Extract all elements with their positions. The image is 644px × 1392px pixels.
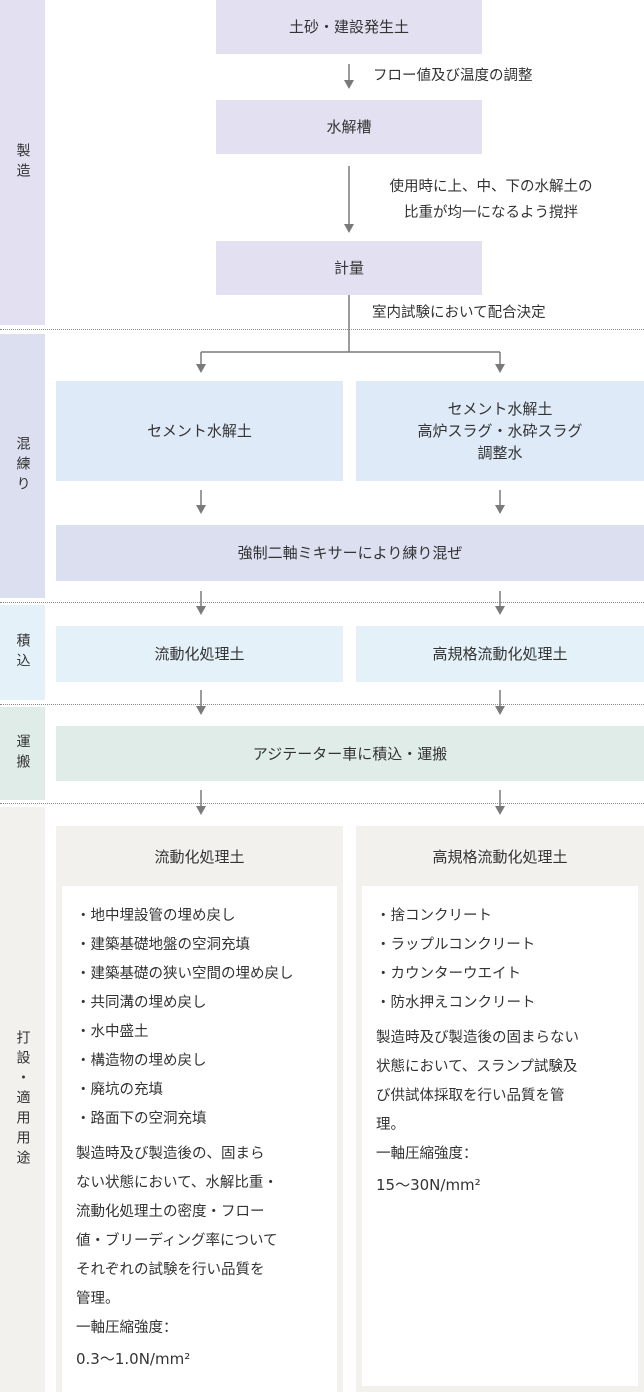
list-item: ・水中盛土	[76, 1024, 149, 1040]
load-box-left: 流動化処理土	[56, 626, 343, 682]
uses-panel-right: 高規格流動化処理土 ・捨コンクリート ・ラップルコンクリート ・カウンターウエイ…	[356, 826, 644, 1392]
uses-right-title: 高規格流動化処理土	[432, 847, 568, 866]
divider	[0, 602, 644, 603]
section-manufacture-label: 製造	[14, 142, 31, 183]
description-line: ない状態において、水解比重・	[76, 1175, 278, 1191]
section-transport: 運搬	[0, 707, 45, 800]
list-item: ・防水押えコンクリート	[376, 995, 536, 1011]
list-item: ・カウンターウエイト	[376, 966, 521, 982]
description-line: 理。	[376, 1117, 405, 1133]
mix-box-mixer-label: 強制二軸ミキサーにより練り混ぜ	[237, 544, 463, 562]
flow-box-tank: 水解槽	[216, 100, 482, 154]
description-line: 値・ブリーディング率について	[76, 1233, 278, 1249]
description-line: 管理。	[76, 1291, 120, 1307]
uses-right-list: ・捨コンクリート ・ラップルコンクリート ・カウンターウエイト ・防水押えコンク…	[376, 902, 638, 1018]
list-item: ・建築基礎の狭い空間の埋め戻し	[76, 966, 294, 982]
transport-box-label: アジテーター車に積込・運搬	[252, 744, 448, 763]
flow-box-soil: 土砂・建設発生土	[216, 0, 482, 54]
flow-note-mix-design: 室内試験において配合決定	[372, 305, 546, 321]
section-transport-label: 運搬	[14, 733, 31, 774]
flow-note-adjust: フロー値及び温度の調整	[373, 68, 533, 84]
list-item: ・ラップルコンクリート	[376, 937, 536, 953]
mix-box-left: セメント水解土	[56, 381, 343, 481]
description-line: それぞれの試験を行い品質を	[76, 1262, 265, 1278]
uses-left-strength-label: 一軸圧縮強度：	[76, 1320, 178, 1336]
mix-box-right-line2: 高炉スラグ・水砕スラグ	[417, 422, 583, 440]
section-mixing: 混練り	[0, 334, 45, 598]
uses-left-strength-value: 0.3〜1.0N/mm²	[76, 1350, 191, 1368]
uses-panel-left: 流動化処理土 ・地中埋設管の埋め戻し ・建築基礎地盤の空洞充填 ・建築基礎の狭い…	[56, 826, 343, 1392]
mix-box-right-line1: セメント水解土	[447, 400, 553, 418]
uses-right-strength-label: 一軸圧縮強度：	[376, 1146, 478, 1162]
section-manufacture: 製造	[0, 0, 45, 325]
mix-box-left-label: セメント水解土	[147, 422, 252, 440]
mix-box-right-line3: 調整水	[477, 444, 523, 462]
arrow-head-icon	[495, 505, 505, 514]
flow-note-stir-line2: 比重が均一になるよう撹拌	[404, 205, 578, 221]
uses-right-content: ・捨コンクリート ・ラップルコンクリート ・カウンターウエイト ・防水押えコンク…	[362, 886, 638, 1386]
section-loading-label: 積込	[14, 632, 31, 673]
divider	[0, 704, 644, 705]
list-item: ・捨コンクリート	[376, 908, 492, 924]
arrow-head-icon	[495, 606, 505, 615]
transport-box: アジテーター車に積込・運搬	[56, 726, 644, 781]
uses-left-description: 製造時及び製造後の、固まら ない状態において、水解比重・ 流動化処理土の密度・フ…	[76, 1140, 337, 1314]
divider	[0, 329, 644, 330]
divider	[0, 803, 644, 804]
description-line: 製造時及び製造後の、固まら	[76, 1146, 265, 1162]
arrow-head-icon	[196, 505, 206, 514]
section-mixing-label: 混練り	[14, 436, 31, 496]
description-line: 流動化処理土の密度・フロー	[76, 1204, 265, 1220]
uses-left-list: ・地中埋設管の埋め戻し ・建築基礎地盤の空洞充填 ・建築基礎の狭い空間の埋め戻し…	[76, 902, 337, 1134]
load-box-right: 高規格流動化処理土	[356, 626, 644, 682]
flow-box-tank-label: 水解槽	[326, 118, 372, 136]
arrow-head-icon	[495, 806, 505, 815]
description-line: び供試体採取を行い品質を管	[376, 1088, 565, 1104]
arrow-head-icon	[495, 364, 505, 373]
uses-right-strength-value: 15〜30N/mm²	[376, 1176, 481, 1194]
list-item: ・路面下の空洞充填	[76, 1111, 207, 1127]
flow-note-stir-line1: 使用時に上、中、下の水解土の	[389, 179, 593, 195]
flow-box-measure: 計量	[216, 241, 482, 295]
section-placement-label: 打設・適用用途	[14, 1029, 31, 1170]
arrow-head-icon	[196, 364, 206, 373]
list-item: ・構造物の埋め戻し	[76, 1053, 207, 1069]
description-line: 状態において、スランプ試験及	[376, 1059, 578, 1075]
flow-box-measure-label: 計量	[333, 259, 364, 277]
section-loading: 積込	[0, 605, 45, 700]
flow-box-soil-label: 土砂・建設発生土	[288, 18, 409, 36]
arrow-head-icon	[196, 806, 206, 815]
list-item: ・共同溝の埋め戻し	[76, 995, 207, 1011]
mix-box-mixer: 強制二軸ミキサーにより練り混ぜ	[56, 525, 644, 581]
list-item: ・廃坑の充填	[76, 1082, 163, 1098]
section-placement: 打設・適用用途	[0, 807, 45, 1392]
arrow-head-icon	[344, 224, 354, 233]
arrow-head-icon	[495, 706, 505, 715]
mix-box-right: セメント水解土 高炉スラグ・水砕スラグ 調整水	[356, 381, 644, 481]
arrow-head-icon	[344, 80, 354, 89]
arrow-head-icon	[196, 706, 206, 715]
list-item: ・地中埋設管の埋め戻し	[76, 908, 236, 924]
arrow-head-icon	[196, 606, 206, 615]
uses-right-description: 製造時及び製造後の固まらない 状態において、スランプ試験及 び供試体採取を行い品…	[376, 1024, 638, 1140]
load-box-right-label: 高規格流動化処理土	[432, 645, 568, 663]
list-item: ・建築基礎地盤の空洞充填	[76, 937, 250, 953]
load-box-left-label: 流動化処理土	[154, 645, 245, 663]
flow-note-stir: 使用時に上、中、下の水解土の 比重が均一になるよう撹拌	[366, 174, 616, 226]
uses-left-content: ・地中埋設管の埋め戻し ・建築基礎地盤の空洞充填 ・建築基礎の狭い空間の埋め戻し…	[62, 886, 337, 1392]
uses-left-title: 流動化処理土	[154, 847, 245, 866]
description-line: 製造時及び製造後の固まらない	[376, 1030, 579, 1046]
